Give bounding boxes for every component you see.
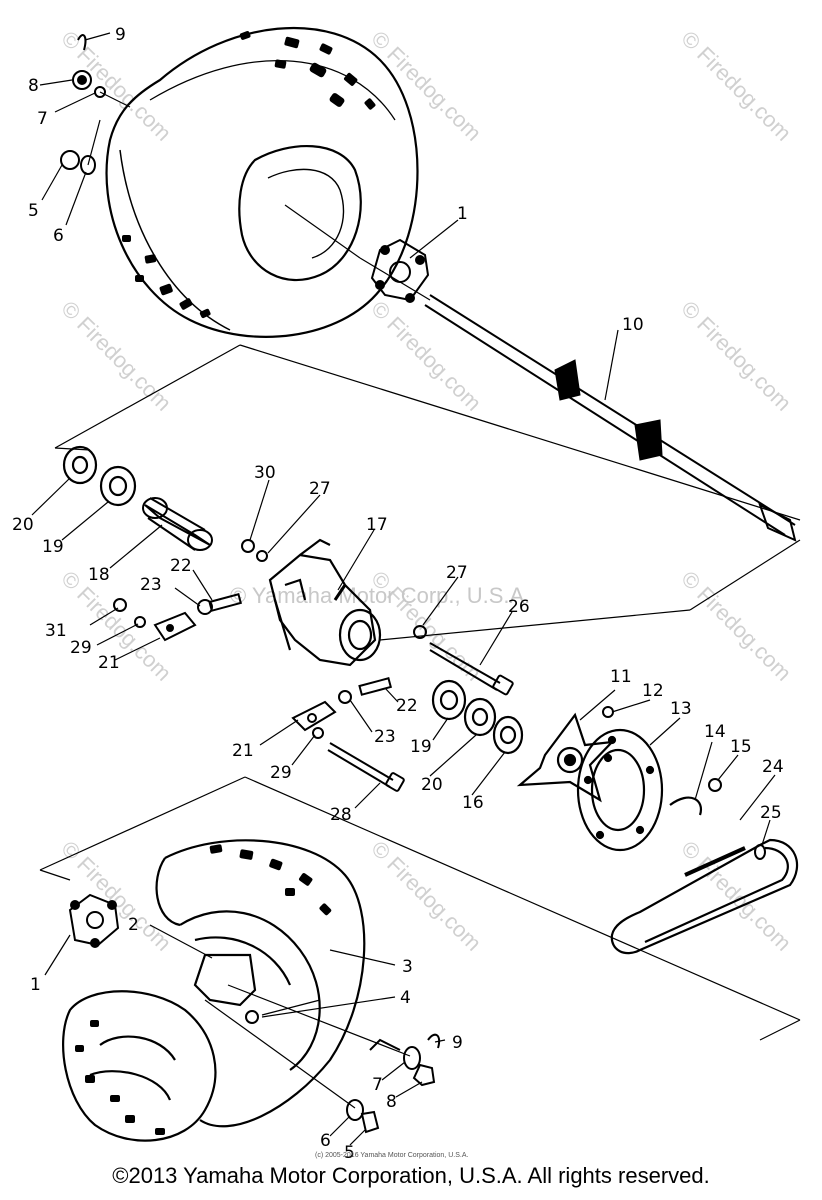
part-label-20: 20 <box>421 775 443 795</box>
sprocket-hub <box>516 712 615 803</box>
part-labels: 9 8 7 5 6 1 10 20 19 18 30 27 17 22 23 3… <box>12 25 784 1163</box>
part-label-4: 4 <box>400 988 411 1008</box>
bolt-12 <box>602 706 614 718</box>
part-label-23: 23 <box>140 575 162 595</box>
part-label-18: 18 <box>88 565 110 585</box>
part-label-25: 25 <box>760 803 782 823</box>
part-label-31: 31 <box>45 621 67 641</box>
part-label-8: 8 <box>386 1092 397 1112</box>
chain-adjuster-upper <box>113 598 197 642</box>
small-print: (c) 2005-2016 Yamaha Motor Corporation, … <box>315 1152 468 1159</box>
part-label-2: 2 <box>128 915 139 935</box>
bearing-19-lower <box>431 679 467 721</box>
bolt-22-lower <box>338 677 393 704</box>
upper-hub <box>370 238 430 303</box>
nut-27 <box>413 625 427 639</box>
part-label-20: 20 <box>12 515 34 535</box>
bolt-26 <box>429 642 514 696</box>
part-label-19: 19 <box>410 737 432 757</box>
part-label-6: 6 <box>53 226 64 246</box>
nut-30 <box>241 539 255 553</box>
watermark-text: © Firedog.com <box>366 26 486 146</box>
watermark-text: © Firedog.com <box>676 566 796 686</box>
watermark-layer: © Firedog.com © Firedog.com © Firedog.co… <box>56 26 796 956</box>
watermark-text: © Firedog.com <box>676 26 796 146</box>
lower-wheel <box>62 839 366 1142</box>
bearing-19-upper <box>99 465 137 507</box>
lower-hub <box>68 893 120 948</box>
part-label-9: 9 <box>115 25 126 45</box>
bearing-20-lower <box>463 697 497 737</box>
part-label-19: 19 <box>42 537 64 557</box>
rear-axle <box>284 204 797 542</box>
part-label-16: 16 <box>462 793 484 813</box>
part-label-24: 24 <box>762 757 784 777</box>
part-label-13: 13 <box>670 699 692 719</box>
part-label-21: 21 <box>98 653 120 673</box>
part-label-27: 27 <box>446 563 468 583</box>
chain-adjuster-lower <box>291 700 337 739</box>
bolt-28 <box>327 742 405 792</box>
watermark-text: © Firedog.com <box>676 296 796 416</box>
copyright-notice: ©2013 Yamaha Motor Corporation, U.S.A. A… <box>112 1163 710 1188</box>
watermark-text: © Firedog.com <box>366 296 486 416</box>
part-label-6: 6 <box>320 1131 331 1151</box>
part-label-1: 1 <box>457 204 468 224</box>
part-label-23: 23 <box>374 727 396 747</box>
part-label-12: 12 <box>642 681 664 701</box>
lower-hardware <box>204 984 441 1134</box>
upper-tire <box>105 26 419 338</box>
exploded-box-upper <box>54 344 801 641</box>
part-label-22: 22 <box>396 696 418 716</box>
washer-27 <box>256 550 268 562</box>
part-label-8: 8 <box>28 76 39 96</box>
bearing-20-upper <box>62 445 98 485</box>
part-label-3: 3 <box>402 957 413 977</box>
lower-tire-tread <box>75 844 332 1135</box>
part-label-1: 1 <box>30 975 41 995</box>
part-label-11: 11 <box>610 667 632 687</box>
part-label-21: 21 <box>232 741 254 761</box>
upper-tire-tread <box>122 31 376 319</box>
exploded-box-lower <box>39 776 801 1041</box>
lock-washer-14 <box>669 796 703 816</box>
center-watermark: © Yamaha Motor Corp., U.S.A. <box>230 583 530 608</box>
oil-seal-16 <box>492 715 524 755</box>
part-label-7: 7 <box>372 1075 383 1095</box>
part-label-22: 22 <box>170 556 192 576</box>
part-label-5: 5 <box>344 1143 355 1163</box>
part-label-27: 27 <box>309 479 331 499</box>
nut-15 <box>708 778 722 792</box>
collar-18 <box>142 497 213 551</box>
rear-sprocket <box>576 728 664 852</box>
part-label-14: 14 <box>704 722 726 742</box>
part-label-30: 30 <box>254 463 276 483</box>
watermark-text: © Firedog.com <box>366 836 486 956</box>
leader-lines <box>31 32 776 1146</box>
part-label-9: 9 <box>452 1033 463 1053</box>
part-label-17: 17 <box>366 515 388 535</box>
part-label-26: 26 <box>508 597 530 617</box>
upper-hardware <box>60 34 131 175</box>
drive-chain <box>610 838 799 955</box>
part-label-10: 10 <box>622 315 644 335</box>
bolt-22-upper <box>197 593 243 615</box>
part-label-29: 29 <box>70 638 92 658</box>
part-label-29: 29 <box>270 763 292 783</box>
axle-housing <box>268 538 382 667</box>
part-label-15: 15 <box>730 737 752 757</box>
part-label-28: 28 <box>330 805 352 825</box>
master-link <box>754 844 766 860</box>
watermark-text: © Firedog.com <box>56 296 176 416</box>
part-label-7: 7 <box>37 109 48 129</box>
part-label-5: 5 <box>28 201 39 221</box>
